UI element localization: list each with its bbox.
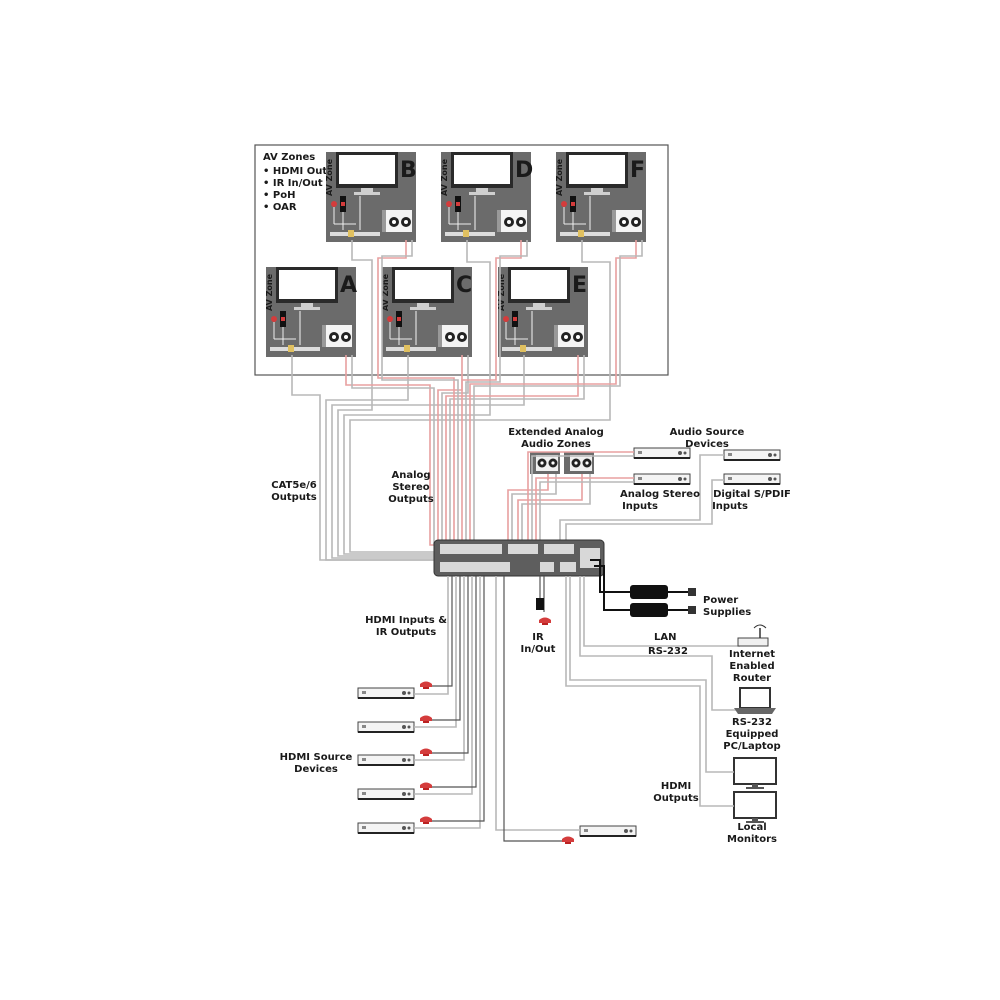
zone-letter: B — [400, 158, 417, 183]
hdmi-source-3 — [357, 754, 415, 766]
ir-receiver-icon — [536, 598, 544, 610]
cat-outputs-label: Outputs — [271, 492, 316, 503]
zone-a: A AV Zone — [265, 266, 357, 358]
extended-analog-label: Audio Zones — [521, 439, 591, 450]
hdmi-inputs-label: IR Outputs — [376, 627, 436, 638]
zones-feature: • OAR — [263, 202, 297, 213]
zone-letter: D — [515, 158, 533, 183]
hdmi-cables — [414, 576, 580, 842]
zone-d: D AV Zone — [440, 151, 533, 243]
zones-feature: • PoH — [263, 190, 295, 201]
hdmi-source-label: Devices — [294, 764, 338, 775]
router-label: Router — [733, 673, 771, 684]
router-label: Enabled — [729, 661, 774, 672]
audio-source-label: Devices — [685, 439, 729, 450]
router-label: Internet — [729, 649, 775, 660]
zone-tag: AV Zone — [555, 158, 564, 196]
local-monitors-label: Local — [737, 822, 766, 833]
pc-label: RS-232 — [732, 717, 772, 728]
hdmi-source-6 — [579, 825, 637, 837]
zone-tag: AV Zone — [265, 273, 274, 311]
power-supply-1 — [630, 585, 696, 599]
ir-label: In/Out — [521, 644, 556, 655]
analog-outputs-label: Outputs — [388, 494, 433, 505]
hdmi-source-1 — [357, 687, 415, 699]
audio-source-label: Audio Source — [670, 427, 745, 438]
local-monitor-1 — [733, 757, 777, 790]
ir-emitter-icon — [539, 617, 551, 625]
spdif-inputs-label: Inputs — [712, 501, 748, 512]
zone-letter: C — [456, 273, 472, 298]
zone-tag: AV Zone — [440, 158, 449, 196]
hdmi-source-4 — [357, 788, 415, 800]
power-supplies-label: Supplies — [703, 607, 751, 618]
analog-source-2 — [633, 473, 691, 485]
lan-label: LAN — [654, 632, 676, 643]
spdif-source-2 — [723, 473, 781, 485]
zone-e: E AV Zone — [497, 266, 589, 358]
hdmi-inputs-label: HDMI Inputs & — [365, 615, 447, 626]
zone-tag: AV Zone — [381, 273, 390, 311]
zones-feature: • HDMI Out — [263, 166, 327, 177]
extended-analog-label: Extended Analog — [508, 427, 604, 438]
zone-tag: AV Zone — [325, 158, 334, 196]
laptop-icon — [734, 687, 776, 714]
zone-tag: AV Zone — [497, 273, 506, 311]
pc-label: Equipped — [726, 729, 779, 740]
hdmi-outputs-label: HDMI — [661, 781, 691, 792]
rs232-label: RS-232 — [648, 646, 688, 657]
hdmi-source-label: HDMI Source — [280, 752, 353, 763]
power-supplies-label: Power — [703, 595, 738, 606]
analog-source-1 — [633, 447, 691, 459]
zone-f: F AV Zone — [555, 151, 647, 243]
analog-outputs-label: Analog — [391, 470, 430, 481]
power-supply-2 — [630, 603, 696, 617]
hdmi-source-5 — [357, 822, 415, 834]
router-icon — [737, 624, 769, 647]
analog-inputs-label: Inputs — [622, 501, 658, 512]
hdmi-outputs-label: Outputs — [653, 793, 698, 804]
spdif-inputs-label: Digital S/PDIF — [713, 489, 791, 500]
pc-label: PC/Laptop — [723, 741, 780, 752]
zone-b: B AV Zone — [325, 151, 417, 243]
hdmi-source-2 — [357, 721, 415, 733]
ir-label: IR — [532, 632, 544, 643]
zone-letter: F — [630, 158, 645, 183]
zone-c: C AV Zone — [381, 266, 473, 358]
zone-letter: E — [572, 273, 587, 298]
analog-inputs-label: Analog Stereo — [620, 489, 700, 500]
ir-emitters — [420, 681, 574, 844]
zones-title: AV Zones — [263, 152, 315, 163]
local-monitors-label: Monitors — [727, 834, 777, 845]
zone-letter: A — [340, 273, 357, 298]
analog-outputs-label: Stereo — [392, 482, 429, 493]
local-monitor-2 — [733, 791, 777, 824]
cat-outputs-label: CAT5e/6 — [271, 480, 317, 491]
zones-feature: • IR In/Out — [263, 178, 323, 189]
matrix-switcher — [433, 539, 605, 577]
spdif-source-1 — [723, 449, 781, 461]
